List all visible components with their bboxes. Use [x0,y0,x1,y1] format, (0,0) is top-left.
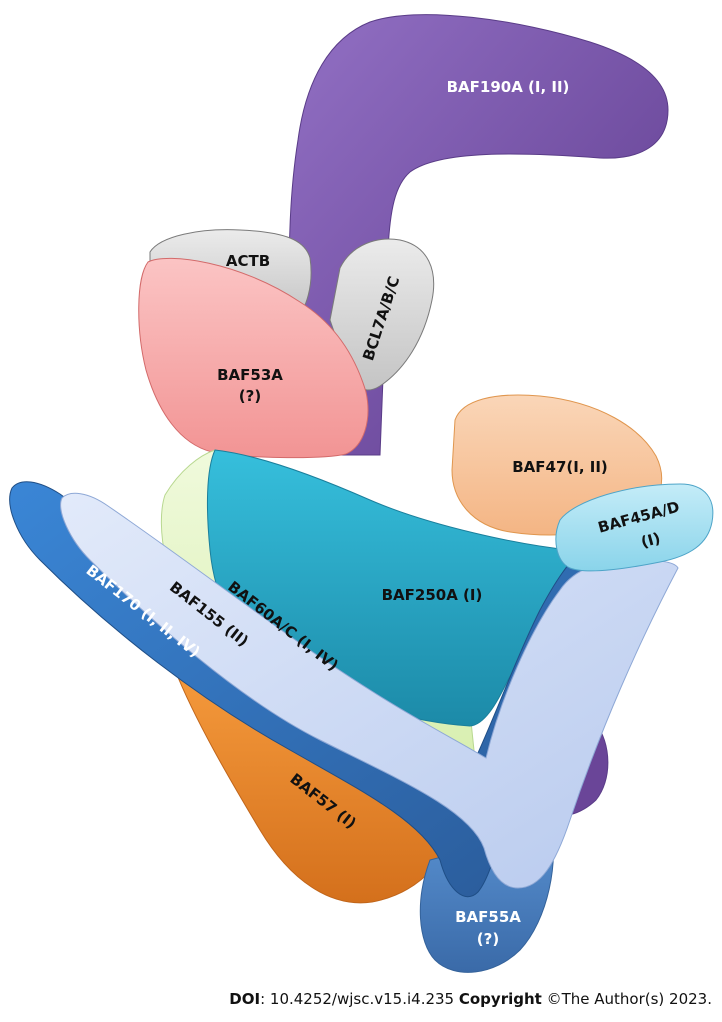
baf53a-label: BAF53A [217,366,283,384]
baf45-note: (I) [639,529,662,551]
swi-snf-complex-diagram: BAF190A (I, II) ACTB BCL7A/B/C BAF53A (?… [9,14,714,973]
baf45-subunit [555,483,714,572]
baf55a-note: (?) [477,930,499,948]
citation-footer: DOI: 10.4252/wjsc.v15.i4.235 Copyright ©… [0,990,712,1008]
baf190a-label: BAF190A (I, II) [447,78,570,96]
baf55a-label: BAF55A [455,908,521,926]
baf53a-subunit [138,257,369,459]
doi-value: : 10.4252/wjsc.v15.i4.235 [260,990,459,1008]
baf47-label: BAF47(I, II) [512,458,608,476]
baf250a-label: BAF250A (I) [382,586,483,604]
copyright-value: ©The Author(s) 2023. [541,990,712,1008]
baf53a-note: (?) [239,387,261,405]
baf155-subunit [60,492,679,889]
doi-label: DOI [229,990,261,1008]
actb-label: ACTB [226,252,270,270]
copyright-label: Copyright [458,990,542,1008]
